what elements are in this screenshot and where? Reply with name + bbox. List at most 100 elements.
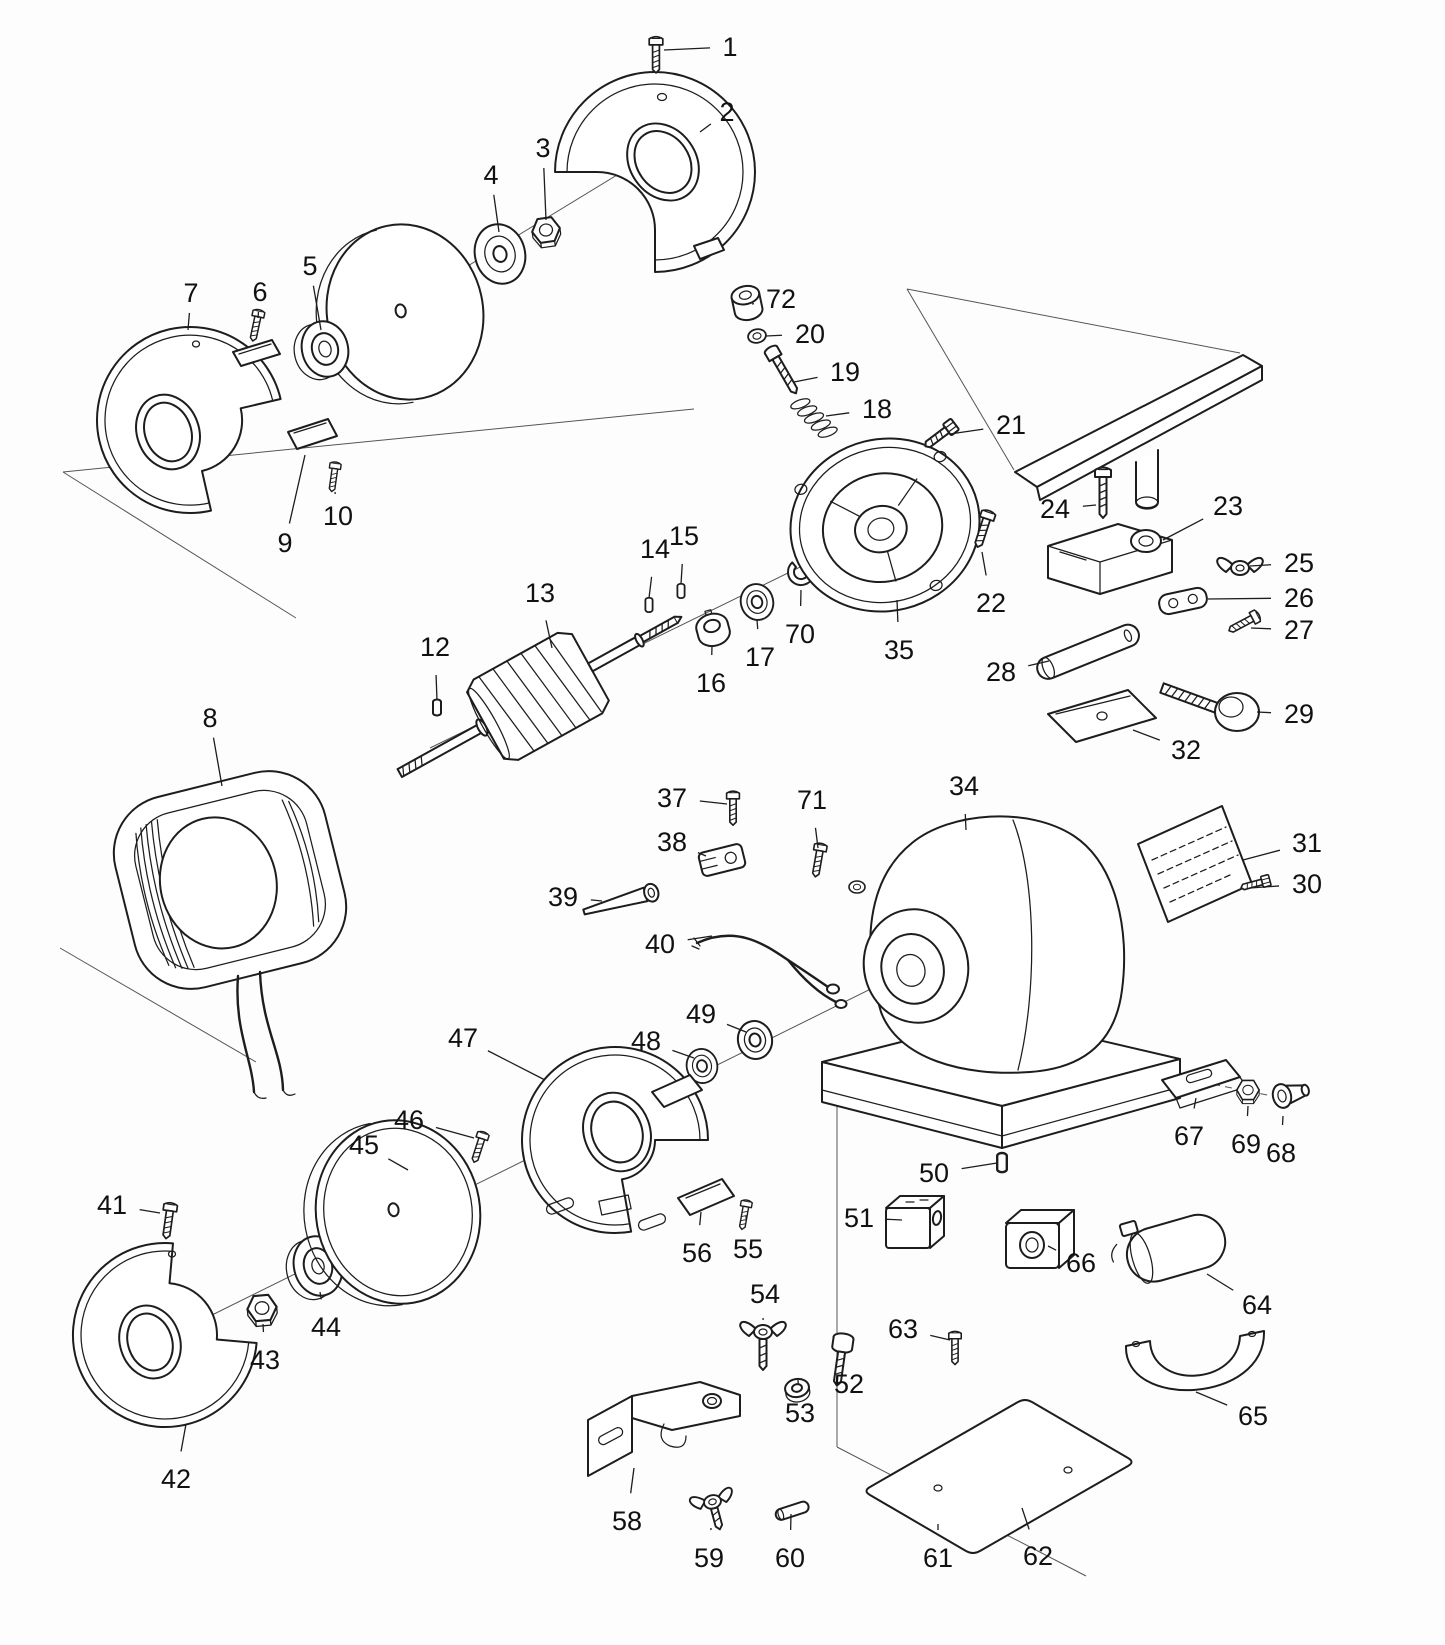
part-number-71: 71 bbox=[797, 785, 827, 815]
part-number-50: 50 bbox=[919, 1158, 949, 1188]
part-number-43: 43 bbox=[250, 1345, 280, 1375]
part-number-47: 47 bbox=[448, 1023, 478, 1053]
leader-line-37 bbox=[699, 800, 728, 805]
part-number-28: 28 bbox=[986, 657, 1016, 687]
part-number-37: 37 bbox=[657, 783, 687, 813]
part-number-1: 1 bbox=[722, 32, 737, 62]
part-16-collar bbox=[695, 609, 731, 648]
part-20-washer bbox=[745, 326, 769, 346]
part-58-bracket bbox=[587, 1381, 741, 1477]
part-18-spring bbox=[790, 398, 838, 438]
leader-line-9 bbox=[288, 454, 306, 524]
part-number-20: 20 bbox=[795, 319, 825, 349]
leader-line-2 bbox=[699, 123, 712, 133]
leader-line-56 bbox=[699, 1211, 702, 1226]
part-1-screw bbox=[648, 35, 664, 74]
leader-line-26 bbox=[1207, 597, 1272, 600]
leader-line-14 bbox=[648, 576, 653, 599]
leader-line-29 bbox=[1256, 711, 1272, 714]
leader-line-58 bbox=[630, 1467, 635, 1494]
leader-line-46 bbox=[435, 1126, 475, 1139]
part-number-69: 69 bbox=[1231, 1129, 1261, 1159]
part-number-9: 9 bbox=[277, 528, 292, 558]
leader-line-5 bbox=[312, 285, 322, 331]
part-26-plate bbox=[1158, 586, 1208, 616]
part-number-56: 56 bbox=[682, 1238, 712, 1268]
leader-line-1 bbox=[663, 47, 711, 51]
part-45-grinding-wheel bbox=[303, 1119, 482, 1307]
part-52-bolt bbox=[831, 1332, 855, 1387]
part-10-screw bbox=[325, 460, 343, 494]
part-number-41: 41 bbox=[97, 1190, 127, 1220]
part-60-pin bbox=[774, 1500, 810, 1521]
grinding-wheel-top bbox=[315, 223, 485, 405]
leader-line-44 bbox=[319, 1291, 322, 1300]
leader-line-71 bbox=[814, 827, 819, 849]
part-number-60: 60 bbox=[775, 1543, 805, 1573]
leader-line-15 bbox=[680, 563, 683, 585]
part-63-screw bbox=[947, 1330, 963, 1366]
part-number-5: 5 bbox=[302, 251, 317, 281]
part-number-59: 59 bbox=[694, 1543, 724, 1573]
part-55-screw bbox=[735, 1198, 754, 1232]
part-number-23: 23 bbox=[1213, 491, 1243, 521]
leader-line-42 bbox=[180, 1423, 187, 1452]
part-21-screw bbox=[920, 417, 961, 453]
part-number-48: 48 bbox=[631, 1026, 661, 1056]
part-number-27: 27 bbox=[1284, 615, 1314, 645]
leader-line-41 bbox=[139, 1208, 161, 1214]
part-number-18: 18 bbox=[862, 394, 892, 424]
leader-line-49 bbox=[726, 1023, 747, 1033]
part-65-strap bbox=[1124, 1330, 1266, 1392]
part-number-51: 51 bbox=[844, 1203, 874, 1233]
part-number-53: 53 bbox=[785, 1398, 815, 1428]
part-31-name-plate bbox=[1137, 805, 1253, 923]
part-number-21: 21 bbox=[996, 410, 1026, 440]
part-number-42: 42 bbox=[161, 1464, 191, 1494]
part-number-44: 44 bbox=[311, 1312, 341, 1342]
leader-line-25 bbox=[1249, 564, 1272, 567]
part-25-wing-nut bbox=[1216, 556, 1264, 576]
leader-line-39 bbox=[590, 899, 603, 902]
leader-line-48 bbox=[672, 1049, 695, 1059]
part-number-30: 30 bbox=[1292, 869, 1322, 899]
part-2-wheel-cover bbox=[554, 71, 756, 273]
leader-line-45 bbox=[388, 1158, 409, 1171]
part-number-39: 39 bbox=[548, 882, 578, 912]
part-number-49: 49 bbox=[686, 999, 716, 1029]
leader-line-19 bbox=[793, 376, 818, 383]
part-13-rotor bbox=[396, 615, 683, 778]
leader-line-3 bbox=[543, 167, 547, 221]
leader-line-47 bbox=[487, 1050, 546, 1081]
leader-line-30 bbox=[1249, 885, 1280, 889]
part-62-base-plate bbox=[865, 1399, 1133, 1554]
part-69-nut bbox=[1236, 1079, 1260, 1105]
leader-line-27 bbox=[1250, 627, 1272, 630]
part-37-screw bbox=[725, 790, 741, 827]
part-number-31: 31 bbox=[1292, 828, 1322, 858]
leader-line-40 bbox=[687, 935, 713, 941]
part-40-lead-wire bbox=[691, 934, 848, 1009]
part-number-35: 35 bbox=[884, 635, 914, 665]
part-64-capacitor bbox=[1111, 1213, 1227, 1284]
part-4-flange bbox=[473, 223, 527, 285]
part-number-2: 2 bbox=[719, 97, 734, 127]
part-number-54: 54 bbox=[750, 1279, 780, 1309]
leader-line-67 bbox=[1193, 1097, 1197, 1109]
part-49-bearing bbox=[733, 1016, 777, 1064]
part-number-64: 64 bbox=[1242, 1290, 1272, 1320]
part-number-32: 32 bbox=[1171, 735, 1201, 765]
part-number-6: 6 bbox=[252, 277, 267, 307]
part-number-4: 4 bbox=[483, 160, 498, 190]
part-71-screw bbox=[808, 841, 866, 894]
part-43-nut bbox=[245, 1293, 280, 1329]
part-68-cord-guard bbox=[1271, 1083, 1310, 1109]
part-number-72: 72 bbox=[766, 284, 796, 314]
part-59-wing-bolt bbox=[688, 1486, 737, 1531]
leader-line-23 bbox=[1162, 518, 1204, 541]
leader-line-4 bbox=[493, 194, 500, 233]
part-8-stator bbox=[112, 770, 348, 1099]
part-66-connector bbox=[1005, 1209, 1075, 1269]
part-19-bolt bbox=[763, 344, 799, 395]
part-23-bracket bbox=[1047, 523, 1173, 595]
